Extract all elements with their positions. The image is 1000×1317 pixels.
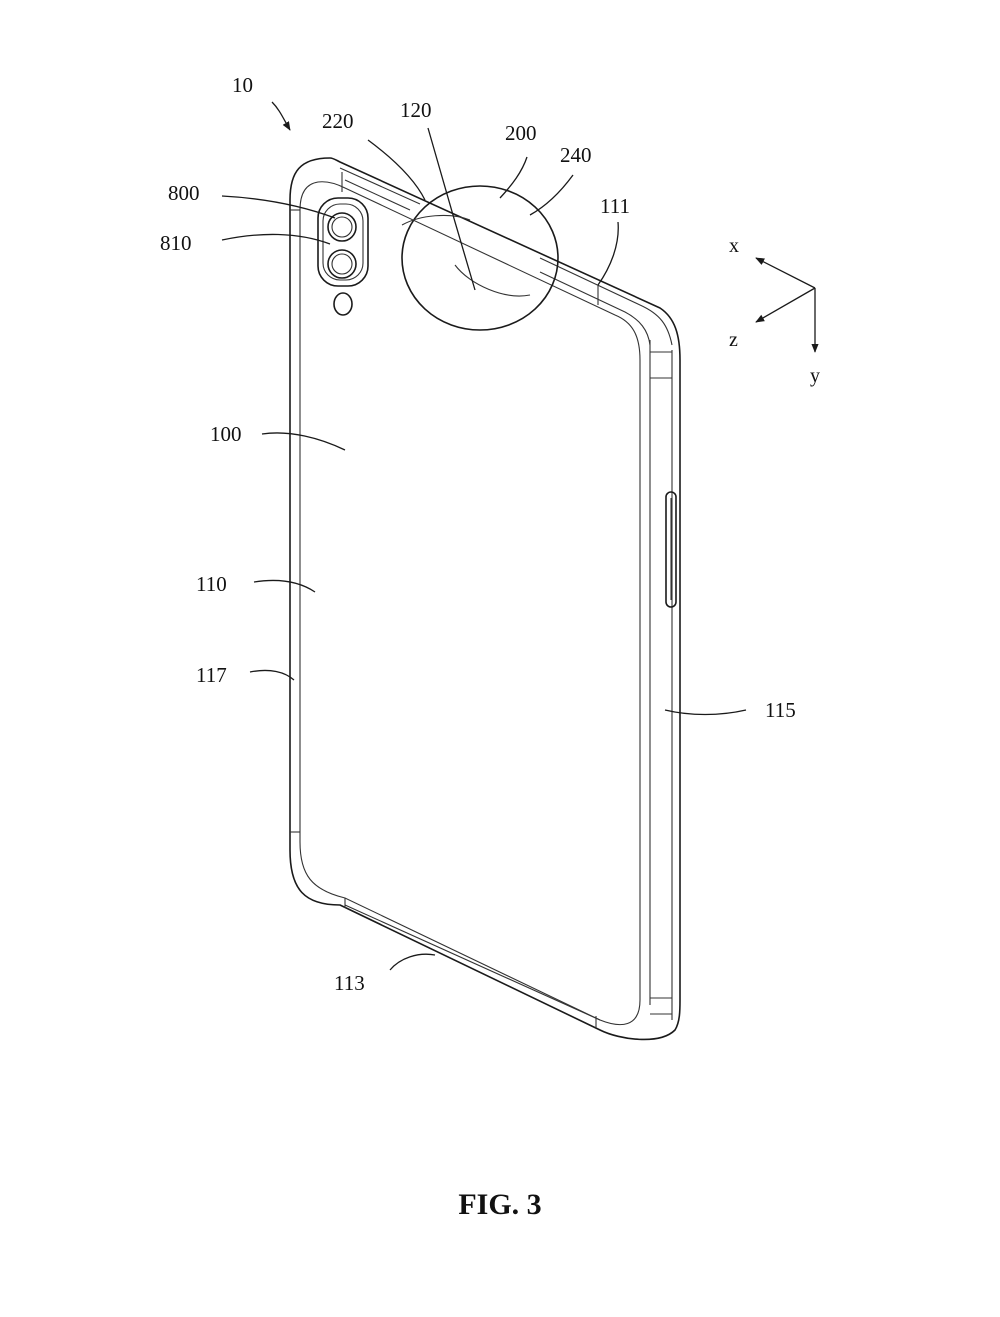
label-120: 120 <box>400 98 432 122</box>
label-113: 113 <box>334 971 365 995</box>
label-110: 110 <box>196 572 227 596</box>
camera-module <box>317 197 369 316</box>
label-10: 10 <box>232 73 253 97</box>
label-117: 117 <box>196 663 227 687</box>
reference-numerals: 10 220 120 200 240 111 800 810 100 110 1… <box>160 73 796 995</box>
label-200: 200 <box>505 121 537 145</box>
label-240: 240 <box>560 143 592 167</box>
axis-label-x: x <box>729 235 739 257</box>
side-button <box>665 491 677 608</box>
phone-body <box>289 157 681 1041</box>
label-220: 220 <box>322 109 354 133</box>
coordinate-axes: x z y <box>729 235 820 387</box>
label-111: 111 <box>600 194 630 218</box>
axis-label-y: y <box>810 365 820 387</box>
label-810: 810 <box>160 231 192 255</box>
label-100: 100 <box>210 422 242 446</box>
figure-caption: FIG. 3 <box>458 1188 541 1221</box>
axis-label-z: z <box>729 329 738 351</box>
rotating-disc <box>401 185 559 331</box>
label-115: 115 <box>765 698 796 722</box>
leader-lines <box>221 101 747 971</box>
label-800: 800 <box>168 181 200 205</box>
